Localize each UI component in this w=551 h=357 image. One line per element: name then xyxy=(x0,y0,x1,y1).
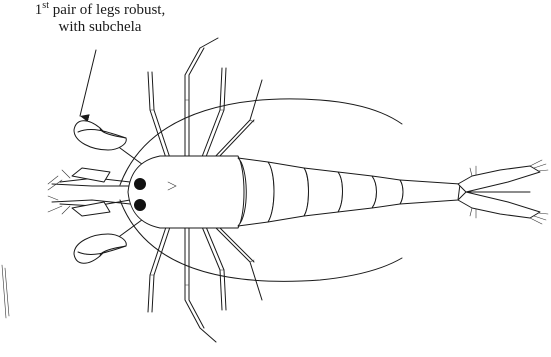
abdomen-segment-6 xyxy=(400,180,460,204)
abdomen-segment-3 xyxy=(304,168,343,216)
leg-upper-4 xyxy=(212,80,262,160)
edge-mark xyxy=(2,265,9,318)
walking-legs-lower xyxy=(148,215,262,342)
antennule-flagella xyxy=(52,178,130,206)
eye-upper xyxy=(134,178,146,190)
leg-lower-2 xyxy=(185,220,216,342)
leg-lower-4 xyxy=(212,224,262,300)
annotation-arrow xyxy=(80,50,96,116)
carapace xyxy=(128,156,244,228)
antennal-scale-lower xyxy=(72,202,110,216)
abdomen-segment-2 xyxy=(268,162,309,222)
leg-joints-upper xyxy=(150,100,254,122)
leg-joints-lower xyxy=(150,260,254,285)
antennule-setae xyxy=(48,170,70,214)
tail-fan xyxy=(458,160,548,224)
abdomen-segment-5 xyxy=(372,176,403,208)
leg-lower-3 xyxy=(200,222,226,310)
abdomen-segment-4 xyxy=(338,172,377,212)
abdomen xyxy=(238,158,460,226)
eye-lower xyxy=(134,199,146,211)
leg-upper-2 xyxy=(185,38,218,165)
leg-lower-1 xyxy=(148,215,174,312)
antennules xyxy=(48,168,130,216)
subchela-upper xyxy=(74,121,150,170)
leg-upper-3 xyxy=(200,68,226,162)
leg-upper-1 xyxy=(148,72,174,170)
walking-legs-upper xyxy=(148,38,262,170)
subchela-lower xyxy=(74,214,150,263)
